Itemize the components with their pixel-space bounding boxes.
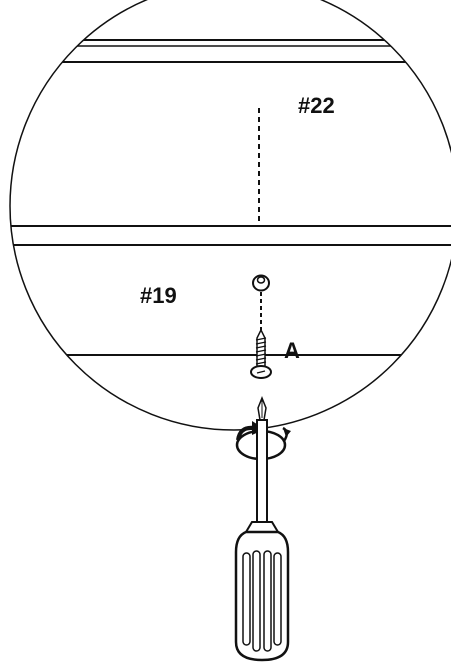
label-panel-19: #19: [140, 283, 177, 308]
label-panel-22: #22: [298, 93, 335, 118]
phillips-screwdriver-icon: [234, 395, 290, 662]
label-screw-a: A: [284, 338, 300, 363]
detail-circle: [9, 0, 451, 431]
screw-icon: [250, 328, 272, 379]
detail-view: [10, 39, 451, 379]
washer-icon: [252, 274, 270, 292]
